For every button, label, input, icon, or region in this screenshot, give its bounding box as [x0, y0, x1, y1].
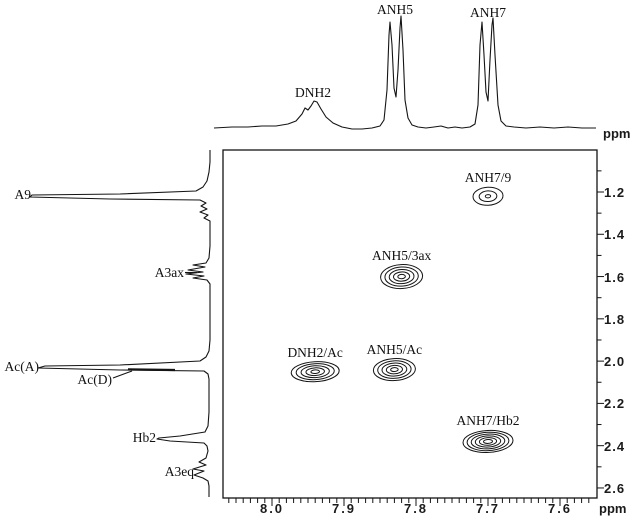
contour-ring	[393, 271, 411, 282]
left-trace-peak-label: A3ax	[154, 265, 184, 280]
cross-peak-label: DNH2/Ac	[287, 344, 343, 360]
contour-ring	[290, 361, 340, 383]
x-axis-tick-label: 7.9	[331, 501, 357, 516]
contour-ring	[381, 362, 408, 377]
y-axis-tick-label: 2.4	[604, 438, 626, 454]
cross-peak-label: ANH5/Ac	[366, 341, 423, 357]
top-trace-peak-label: ANH7	[470, 5, 506, 20]
contour-ring	[388, 268, 415, 285]
contour-ring	[474, 435, 502, 448]
contour-ring	[397, 273, 406, 280]
contour-ring	[310, 369, 321, 375]
contour-ring	[484, 194, 492, 199]
contour-ring	[295, 363, 335, 381]
x-axis-tick-label: 7.7	[475, 501, 501, 516]
top-trace-peak-label: DNH2	[295, 85, 331, 100]
y-axis-tick-label: 2.0	[604, 354, 626, 370]
contour-ring	[483, 438, 493, 444]
contour-ring	[380, 264, 424, 290]
contour-peak	[380, 264, 424, 290]
left-trace-peak-label: Hb2	[132, 430, 156, 445]
contour-plot-frame	[222, 149, 598, 499]
contour-peak	[372, 358, 416, 382]
contour-ring	[390, 367, 399, 373]
x-axis-tick-label: 8.0	[259, 501, 285, 516]
contour-peak	[472, 186, 504, 206]
y-axis-tick-label: 1.2	[604, 185, 626, 200]
y-axis-tick-label: 1.8	[604, 311, 626, 327]
y-axis-tick-label: 2.2	[604, 396, 626, 412]
acd-leader-line	[112, 370, 133, 379]
top-trace-peak-label: ANH5	[377, 2, 413, 17]
contour-peak	[290, 361, 340, 383]
contour-ring	[384, 266, 419, 287]
y-axis-tick-label: 2.6	[604, 480, 626, 496]
contour-ring	[300, 365, 330, 379]
x-axis-tick-label: 7.8	[403, 501, 429, 516]
y-axis-tick-label: 1.4	[604, 227, 626, 243]
cross-peak-label: ANH7/Hb2	[456, 413, 520, 429]
top-axis-unit-label: ppm	[603, 126, 631, 141]
axis-ticks	[228, 170, 604, 506]
contour-ring	[377, 360, 412, 379]
contour-ring	[385, 364, 403, 375]
contour-ring	[305, 367, 325, 377]
cross-peak-contours	[290, 186, 514, 454]
contour-ring	[472, 186, 504, 206]
left-trace-peak-label: Ac(D)	[77, 372, 112, 387]
contour-peak	[462, 429, 514, 454]
cross-peak-label: ANH7/9	[464, 170, 512, 186]
contour-ring	[478, 190, 498, 203]
left-1d-trace	[29, 150, 211, 497]
contour-ring	[470, 433, 506, 450]
acd-shoulder-line	[127, 368, 176, 372]
x-axis-tick-label: 7.6	[547, 501, 573, 516]
left-trace-peak-label: Ac(A)	[4, 359, 39, 374]
contour-ring	[478, 437, 498, 446]
left-trace-peak-label: A9	[14, 187, 32, 202]
cross-peak-label: ANH5/3ax	[371, 247, 432, 263]
contour-ring	[372, 358, 416, 382]
left-trace-peak-label: A3eq	[164, 464, 194, 479]
y-axis-tick-label: 1.6	[604, 269, 626, 285]
contour-ring	[466, 431, 510, 452]
bottom-axis-unit-label: ppm	[599, 501, 627, 516]
top-1d-trace	[213, 15, 596, 130]
contour-ring	[462, 429, 514, 454]
